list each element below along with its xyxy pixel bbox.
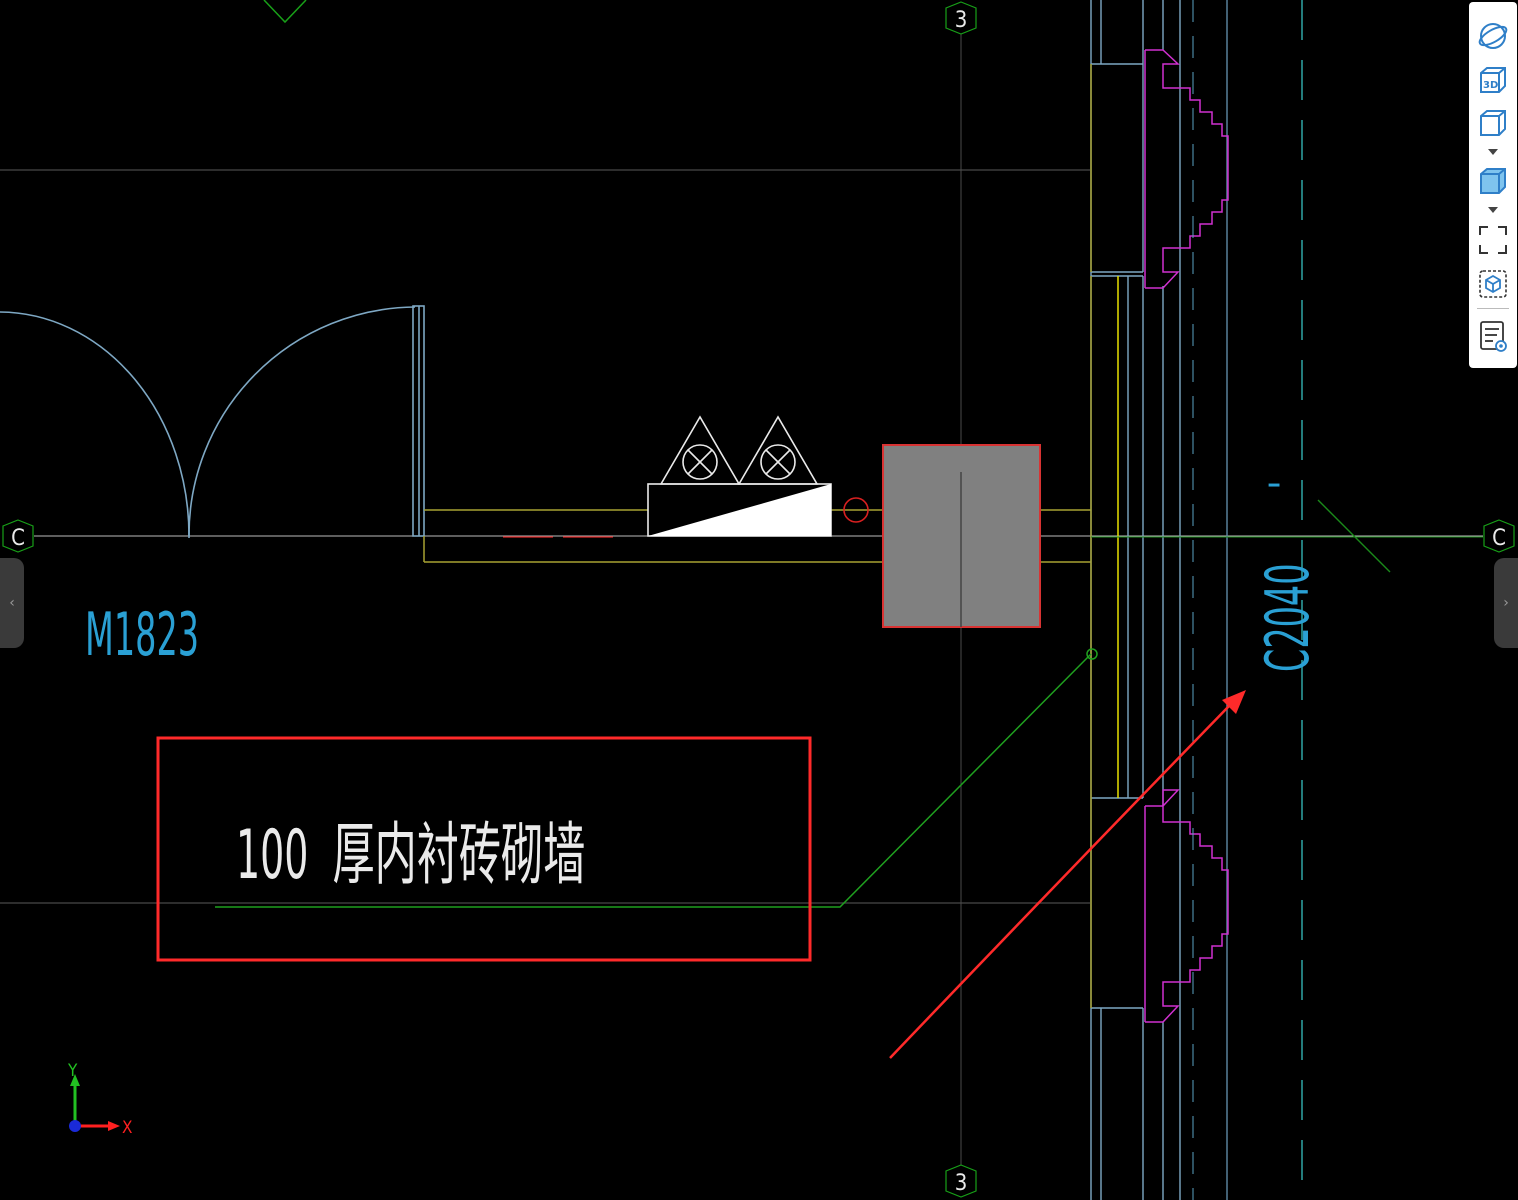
axis-y-label: Y (67, 1061, 78, 1081)
window-profile-magenta (1144, 49, 1229, 1023)
chevron-right-icon: › (1503, 595, 1509, 611)
view-selection-cube-icon (1479, 270, 1507, 298)
chevron-down-icon (1488, 207, 1498, 213)
door-tag-m1823[interactable]: M1823 (85, 600, 199, 670)
svg-text:3: 3 (955, 8, 968, 33)
axis-x-label: X (122, 1118, 132, 1138)
view-toolbar: 3D (1469, 2, 1517, 368)
structural-column[interactable] (882, 444, 1041, 628)
view-selection-button[interactable] (1469, 264, 1517, 304)
right-panel-toggle[interactable]: › (1494, 558, 1518, 648)
svg-text:C: C (1492, 526, 1506, 551)
guide-lines (0, 169, 1090, 904)
wireframe-cube-icon (1480, 110, 1506, 136)
zoom-extents-button[interactable] (1469, 220, 1517, 260)
svg-text:': ' (1262, 480, 1308, 490)
window-tag-c2040[interactable]: C2040 ' (1253, 480, 1323, 672)
left-panel-toggle[interactable]: ‹ (0, 558, 24, 648)
grid-bubble-3-top[interactable]: 3 (945, 1, 977, 35)
properties-list-icon (1480, 321, 1507, 352)
wireframe-view-button[interactable] (1469, 104, 1517, 142)
ucs-axis-icon: Y X (67, 1061, 132, 1138)
toolbar-separator (1477, 308, 1509, 309)
zoom-extents-icon (1479, 226, 1507, 254)
3d-view-button[interactable]: 3D (1469, 60, 1517, 100)
leader-line[interactable] (215, 648, 1098, 908)
svg-text:C2040: C2040 (1253, 563, 1323, 672)
shaded-cube-icon (1480, 168, 1506, 194)
chevron-left-icon: ‹ (9, 595, 15, 611)
svg-text:C: C (11, 526, 25, 551)
wall-note-text[interactable]: 100 厚内衬砖砌墙 (236, 815, 585, 894)
elevation-marker (263, 0, 307, 24)
red-circle-marker[interactable] (843, 497, 869, 523)
wireframe-view-dropdown[interactable] (1469, 142, 1517, 162)
shaded-view-button[interactable] (1469, 162, 1517, 200)
shaded-view-dropdown[interactable] (1469, 200, 1517, 220)
annotation-highlight-box (156, 736, 812, 962)
green-tick-mark (1317, 499, 1391, 573)
orbit-button[interactable] (1469, 16, 1517, 56)
properties-button[interactable] (1469, 314, 1517, 358)
3d-view-icon: 3D (1480, 67, 1506, 93)
annotation-arrow (889, 690, 1246, 1059)
door-symbol-m1823[interactable] (0, 305, 425, 538)
grid-bubble-c-right[interactable]: C (1483, 519, 1515, 553)
svg-text:3: 3 (955, 1171, 968, 1196)
orbit-icon (1478, 23, 1508, 49)
exterior-wall[interactable] (1090, 0, 1228, 1200)
chevron-down-icon (1488, 149, 1498, 155)
light-fixture-symbol[interactable] (647, 415, 832, 537)
grid-bubble-c-left[interactable]: C (2, 519, 34, 553)
interior-wall-lines[interactable] (423, 509, 1091, 563)
svg-text:3D: 3D (1483, 80, 1498, 91)
grid-bubble-3-bottom[interactable]: 3 (945, 1164, 977, 1198)
